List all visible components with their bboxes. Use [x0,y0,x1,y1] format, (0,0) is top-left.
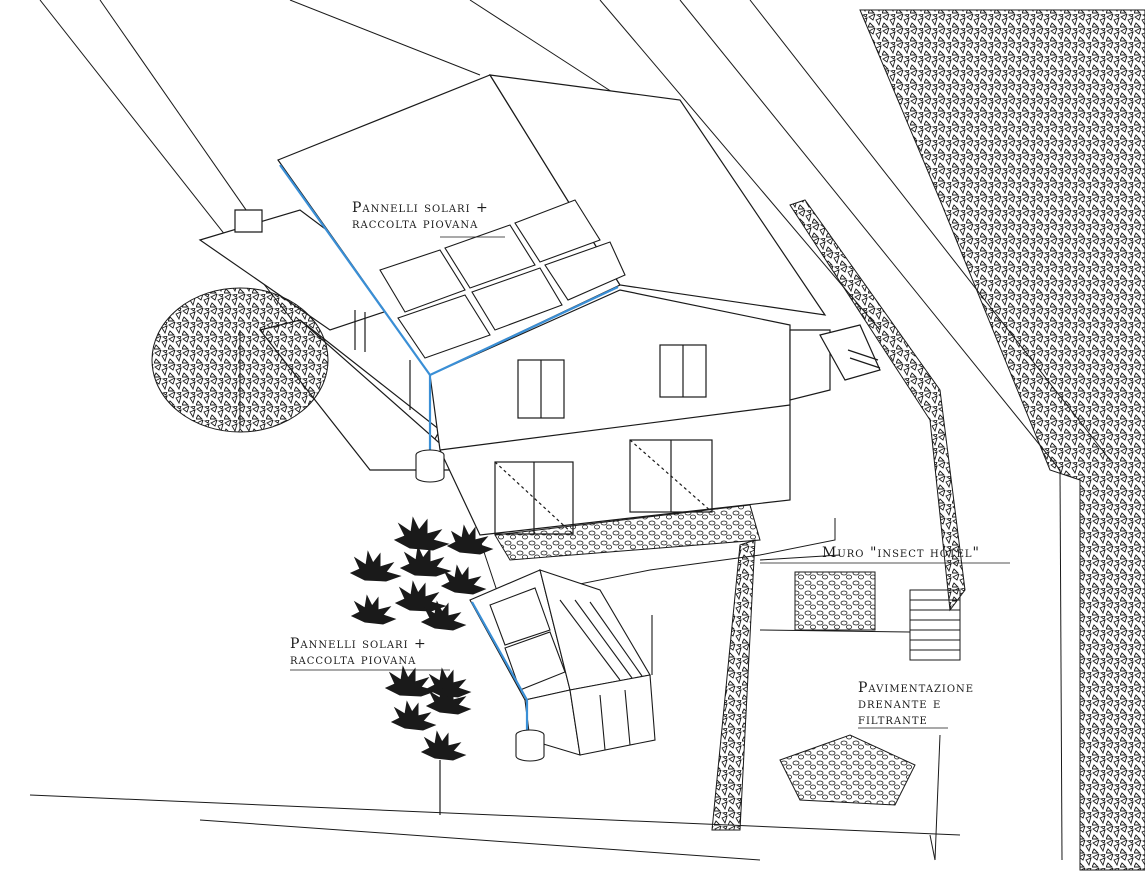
leader-lines [290,236,1010,729]
site-lines [29,0,1111,861]
label-paving-line2: drenante e [858,696,942,712]
label-paving-line1: Pavimentazione [858,680,975,696]
label-roof-solar-panels: Pannelli solari + raccolta piovana [352,200,489,232]
greenhouse-gutter [471,601,529,735]
label-insect-hotel-wall: Muro "insect hotel" [822,545,980,561]
label-roof-line2: raccolta piovana [352,216,479,232]
label-greenhouse-solar-panels: Pannelli solari + raccolta piovana [290,636,427,668]
rain-barrel [415,449,445,483]
tree [151,287,329,433]
label-roof-line1: Pannelli solari + [352,200,489,216]
label-permeable-paving: Pavimentazione drenante e filtrante [858,680,974,728]
agave-plants [349,516,494,815]
greenhouse [469,569,656,756]
roof-gutter [279,164,619,455]
greenhouse-barrel [515,729,545,762]
label-greenhouse-line2: raccolta piovana [290,652,417,668]
label-paving-line3: filtrante [858,712,928,728]
label-greenhouse-line1: Pannelli solari + [290,636,427,652]
stairs [909,589,961,661]
permeable-paving [779,734,916,806]
label-wall-line1: Muro "insect hotel" [822,545,980,561]
insect-hotel-wall [759,554,911,633]
roof-solar-panels [379,199,626,359]
hedges [711,9,1145,871]
